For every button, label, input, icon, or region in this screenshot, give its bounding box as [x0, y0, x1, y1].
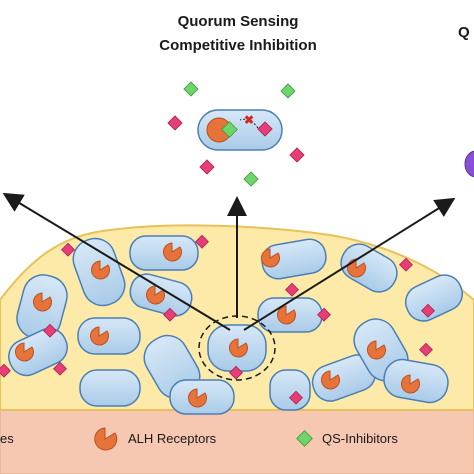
signal-molecule	[421, 303, 435, 318]
signal-molecule	[0, 363, 11, 378]
inhibitor-molecule	[183, 81, 199, 97]
legend-item-partial: es	[0, 431, 14, 446]
receptor-icon	[146, 285, 165, 305]
legend-item-qs-inhibitors: QS-Inhibitors	[322, 431, 398, 446]
bacterial-cell	[79, 369, 141, 407]
receptor-icon	[163, 242, 182, 262]
signal-molecule	[419, 342, 433, 357]
bacterial-cell	[340, 243, 398, 293]
receptor-icon	[261, 248, 280, 268]
signal-molecule	[163, 307, 177, 322]
diagram-title-line1: Quorum Sensing	[177, 13, 299, 30]
legend-item-alh-receptors: ALH Receptors	[128, 431, 217, 446]
signal-molecule	[289, 147, 305, 163]
arrows	[2, 192, 456, 331]
receptor-icon	[401, 374, 420, 394]
arrow-right	[243, 197, 456, 331]
receptor-icon	[229, 338, 248, 358]
receptor-icon	[321, 370, 340, 390]
substrate-band	[0, 409, 474, 474]
legend-icons	[94, 427, 313, 451]
arrow-left	[2, 192, 231, 331]
diagram-title-line2: Competitive Inhibition	[159, 37, 317, 54]
qs-inhibitors	[183, 81, 296, 187]
partial-purple-shape	[464, 150, 474, 178]
receptor-icon	[91, 260, 110, 280]
inhibitor-molecule	[280, 83, 296, 99]
bacterial-cell	[261, 238, 327, 280]
signal-molecule	[199, 159, 215, 175]
receptor-icon	[15, 342, 34, 362]
signal-molecule	[399, 257, 413, 272]
receptor-icon	[188, 388, 207, 408]
receptor-icon	[90, 326, 109, 346]
signal-molecule	[289, 390, 303, 405]
legend-inhibitor-icon	[296, 430, 313, 447]
signal-molecule	[195, 234, 209, 249]
receptor-icon	[367, 340, 386, 360]
legend-receptor-icon	[94, 427, 118, 451]
receptor-icon	[33, 292, 52, 312]
bacterial-cell	[8, 327, 68, 377]
inhibitor-molecule	[243, 171, 259, 187]
alh-receptors	[15, 242, 420, 408]
signal-molecule	[285, 282, 299, 297]
signal-molecule	[43, 323, 57, 338]
signal-molecule	[229, 365, 243, 380]
signal-molecule	[61, 242, 75, 257]
zoomed-cell: ✖	[197, 109, 283, 151]
signal-molecule	[53, 361, 67, 376]
right-title-partial: Q	[458, 24, 470, 41]
x-mark-icon: ✖	[244, 113, 254, 127]
signal-molecule	[167, 115, 183, 131]
signal-molecule	[317, 307, 331, 322]
signal-molecule	[257, 121, 273, 137]
inhibitor-bound-icon	[221, 121, 238, 138]
bacterial-cell	[269, 369, 311, 411]
receptor-icon	[277, 305, 296, 325]
bacterial-cell	[404, 274, 464, 322]
